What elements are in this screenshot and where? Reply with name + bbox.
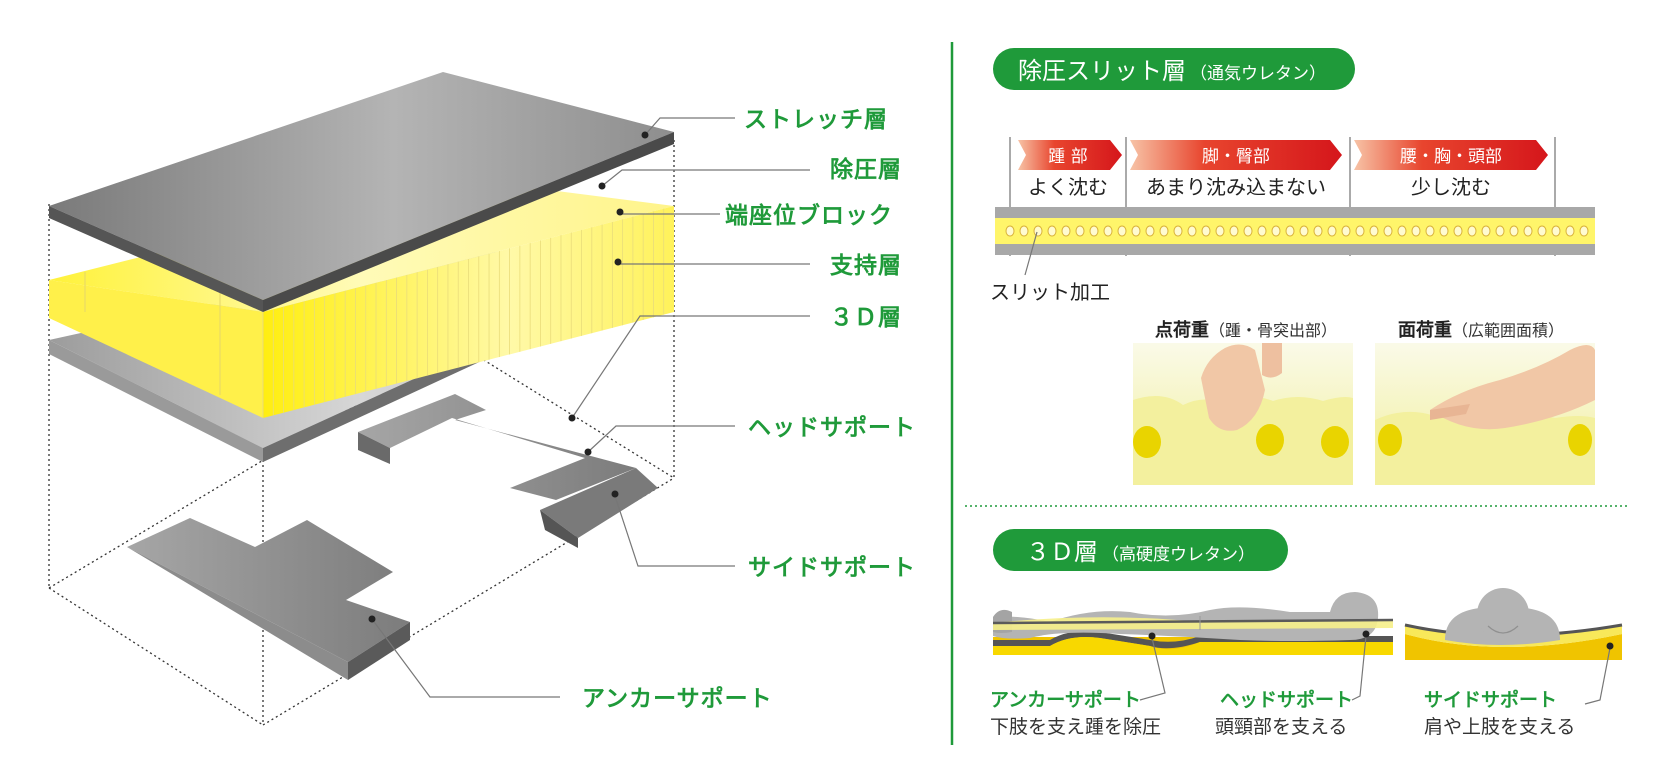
slit-hole (1481, 225, 1491, 237)
layer3d-leader-lines (1139, 630, 1614, 705)
slit-layer-section: 除圧スリット層（通気ウレタン） 踵 部 脚・臀部 腰・胸・頭部 よく沈む あまり… (990, 48, 1595, 485)
slit-hole (1453, 225, 1463, 237)
slit-hole (1229, 225, 1239, 237)
slit-hole (1103, 225, 1113, 237)
anchor-support-label: アンカーサポート (990, 688, 1141, 711)
slit-hole (1215, 225, 1225, 237)
zone-arrow-leg-buttock (1130, 140, 1342, 170)
label-side-support: サイドサポート (748, 554, 916, 581)
slit-hole (1523, 225, 1533, 237)
slit-hole (1159, 225, 1169, 237)
point-load-caption: 点荷重（踵・骨突出部） (1155, 319, 1337, 341)
lying-body-illustration (992, 592, 1394, 655)
slit-hole (1131, 225, 1141, 237)
slit-hole (1467, 225, 1477, 237)
label-head-support: ヘッドサポート (748, 414, 916, 441)
slit-hole (1145, 225, 1155, 237)
exploded-layer-diagram: ストレッチ層 除圧層 端座位ブロック 支持層 ３Ｄ層 ヘッドサポート サイドサポ… (48, 72, 916, 726)
slit-hole (1327, 225, 1337, 237)
slit-label-leader (1024, 231, 1038, 276)
leader-lines (368, 117, 810, 698)
slit-hole (1201, 225, 1211, 237)
anchor-support-desc: 下肢を支え踵を除圧 (990, 716, 1161, 738)
zone-arrow-heel (1018, 140, 1122, 170)
slit-hole (1271, 225, 1281, 237)
slit-hole (1425, 225, 1435, 237)
slit-hole (1537, 225, 1547, 237)
slit-hole (1439, 225, 1449, 237)
slit-section-title: 除圧スリット層（通気ウレタン） (1018, 57, 1326, 85)
slit-hole (1089, 225, 1099, 237)
slit-hole (1313, 225, 1323, 237)
label-anchor-support: アンカーサポート (582, 685, 773, 712)
slit-hole (1117, 225, 1127, 237)
slit-hole (1257, 225, 1267, 237)
slit-section-title-pill (993, 48, 1355, 90)
slit-hole (1397, 225, 1407, 237)
slit-cross-section (995, 207, 1595, 255)
slit-hole (1383, 225, 1393, 237)
anchor-support-piece (127, 518, 410, 680)
slit-hole (1341, 225, 1351, 237)
slit-hole (1005, 225, 1015, 237)
layer3d-section: ３Ｄ層（高硬度ウレタン） (990, 529, 1623, 738)
zone-arrow-waist-chest-head (1354, 140, 1548, 170)
slit-holes (1005, 225, 1589, 237)
slit-hole (1019, 225, 1029, 237)
label-3d-layer: ３Ｄ層 (830, 305, 902, 331)
zone-name-heel: 踵 部 (1048, 147, 1087, 167)
label-stretch-layer: ストレッチ層 (744, 107, 888, 133)
slit-hole (1187, 225, 1197, 237)
slit-hole (1173, 225, 1183, 237)
slit-hole (1355, 225, 1365, 237)
slit-hole (1061, 225, 1071, 237)
stretch-layer (49, 72, 674, 312)
slit-hole (1551, 225, 1561, 237)
head-support-piece (358, 394, 658, 548)
layer3d-title-pill (993, 529, 1288, 571)
slit-hole (1509, 225, 1519, 237)
side-support-label: サイドサポート (1424, 688, 1557, 711)
label-pressure-layer: 除圧層 (830, 156, 902, 183)
area-load-caption: 面荷重（広範囲面積） (1398, 319, 1564, 341)
zone-name-waist-chest-head: 腰・胸・頭部 (1400, 147, 1502, 167)
label-support-layer: 支持層 (829, 253, 902, 279)
slit-hole (1047, 225, 1057, 237)
zone-name-leg-buttock: 脚・臀部 (1202, 147, 1270, 167)
slit-label: スリット加工 (990, 280, 1110, 304)
zone-desc-waist-chest-head: 少し沈む (1411, 175, 1491, 199)
slit-hole (1299, 225, 1309, 237)
slit-hole (1579, 225, 1589, 237)
head-support-desc: 頭頸部を支える (1215, 716, 1347, 738)
slit-hole (1495, 225, 1505, 237)
zone-desc-heel: よく沈む (1028, 175, 1108, 199)
slit-hole (1243, 225, 1253, 237)
slit-hole (1033, 225, 1043, 237)
slit-hole (1369, 225, 1379, 237)
slit-hole (1285, 225, 1295, 237)
slit-hole (1075, 225, 1085, 237)
slit-hole (1565, 225, 1575, 237)
layer3d-title: ３Ｄ層（高硬度ウレタン） (1026, 538, 1255, 566)
headon-body-illustration (1404, 588, 1623, 660)
area-load-photo (1375, 343, 1595, 485)
label-edge-block: 端座位ブロック (725, 202, 893, 229)
point-load-photo (1133, 343, 1353, 485)
foam-slit-grid (262, 208, 665, 418)
slit-hole (1411, 225, 1421, 237)
head-support-label: ヘッドサポート (1220, 688, 1353, 711)
side-support-desc: 肩や上肢を支える (1424, 716, 1575, 738)
zone-desc-leg-buttock: あまり沈み込まない (1146, 175, 1326, 199)
